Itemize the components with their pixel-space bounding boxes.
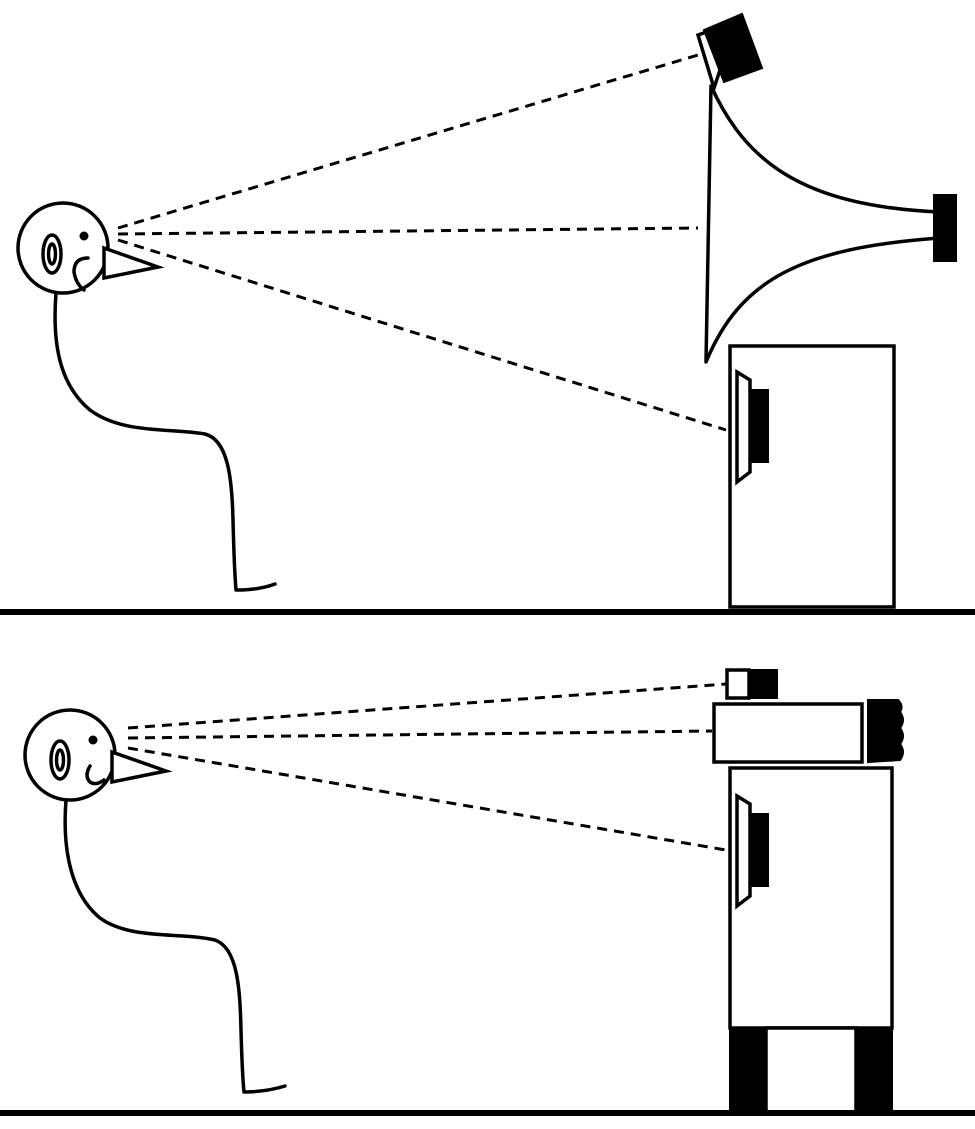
body-line xyxy=(63,798,287,1094)
sight-line-to-mid xyxy=(127,729,713,740)
sight-line-to-woofer xyxy=(127,746,727,852)
listener-bottom xyxy=(23,708,287,1094)
tweeter-magnet xyxy=(702,12,764,84)
cabinet-top xyxy=(728,344,896,609)
cabinet-bottom xyxy=(728,766,894,1030)
stand-left xyxy=(729,1027,767,1113)
smile-mouth xyxy=(85,764,106,786)
stand-gap xyxy=(764,1026,858,1114)
sight-line-to-horn xyxy=(117,226,699,236)
tweeter-front xyxy=(725,668,751,700)
scene-top xyxy=(0,12,975,615)
sight-line-to-woofer xyxy=(117,238,727,432)
horn xyxy=(704,84,942,364)
body-line xyxy=(53,291,277,592)
sight-line-to-tweeter xyxy=(127,682,727,730)
frown-mouth xyxy=(72,256,90,292)
head xyxy=(16,201,110,295)
sight-line-to-tweeter xyxy=(117,53,699,230)
woofer-magnet xyxy=(750,389,769,463)
tweeter-back xyxy=(748,669,778,699)
listener-top xyxy=(16,201,277,592)
tweeter-bottom xyxy=(725,668,778,700)
ear-outer xyxy=(49,739,71,781)
woofer-top xyxy=(735,368,769,486)
ear-inner xyxy=(54,748,66,772)
midrange-body xyxy=(712,702,864,764)
midrange-driver xyxy=(867,699,904,764)
nose xyxy=(110,749,173,785)
woofer-cone xyxy=(735,792,752,910)
woofer-magnet xyxy=(750,813,769,887)
scene-bottom xyxy=(0,668,975,1116)
eye xyxy=(79,231,89,241)
nose xyxy=(102,245,165,281)
tweeter-top xyxy=(695,12,764,94)
midrange-box xyxy=(712,699,904,764)
woofer-cone xyxy=(735,368,752,486)
stand-right xyxy=(855,1027,893,1113)
woofer-bottom xyxy=(735,792,769,910)
eye xyxy=(88,735,98,745)
horn-driver xyxy=(933,194,957,262)
ear-inner xyxy=(46,242,58,266)
ear-outer xyxy=(41,233,63,275)
